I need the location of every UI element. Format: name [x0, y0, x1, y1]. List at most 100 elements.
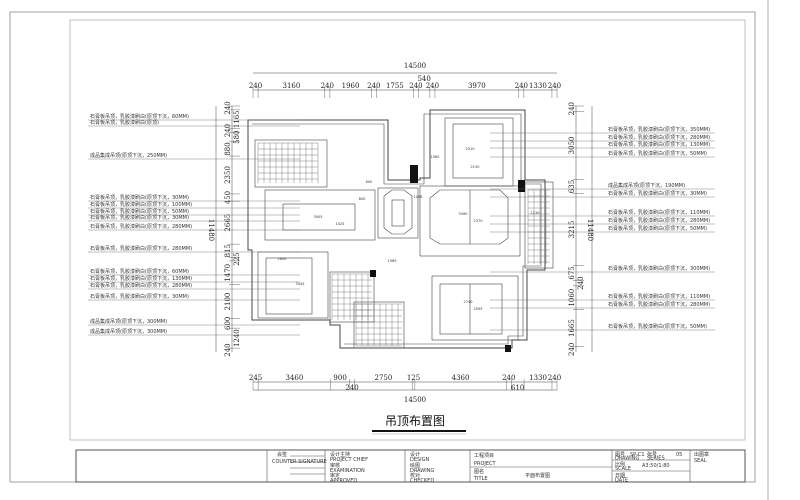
ceiling-note-left: 石膏板吊顶，乳胶漆刷白(原顶下沉，280MM)	[90, 245, 192, 252]
left-dim: 2350	[224, 166, 232, 184]
left-dim: 240	[224, 343, 232, 356]
tb-exam-en: EXAMINATION	[330, 468, 365, 474]
left-dim: 225	[233, 252, 241, 265]
top-dim: 240	[548, 82, 561, 90]
ceiling-note-right: 石膏板吊顶，乳胶漆刷白(原顶下沉，50MM)	[608, 323, 707, 330]
room-dim-label: 1165	[414, 195, 423, 199]
ceiling-note-right: 石膏板吊顶，乳胶漆刷白(原顶下沉，110MM)	[608, 209, 710, 216]
ceiling-note-left: 成品集成吊顶(原顶下沉，250MM)	[90, 152, 167, 159]
tb-sheet-no-en: SERIES	[647, 456, 665, 462]
tb-drawing-en: DRAWING	[410, 468, 434, 474]
ceiling-note-left: 成品集成吊顶(原顶下沉，300MM)	[90, 328, 167, 335]
right-dim: 635	[568, 180, 576, 193]
bottom-dim: 240	[345, 384, 358, 392]
bottom-dim: 1330	[529, 374, 547, 382]
room-dim-label: 3490	[459, 212, 468, 216]
bathroom-1	[329, 271, 375, 323]
left-dim: 240	[224, 124, 232, 137]
overall-width-bottom: 14500	[404, 396, 426, 404]
tb-signature-en: COUNTER-SIGNATURE	[272, 459, 327, 465]
ceiling-note-right: 石膏板吊顶，乳胶漆刷白(原顶下沉，50MM)	[608, 150, 707, 157]
room-dim-label: 2740	[464, 300, 473, 304]
bottom-dim: 610	[511, 384, 524, 392]
tb-date: 日期	[615, 473, 625, 479]
ceiling-note-left: 石膏板吊顶，乳胶漆刷白(原顶下沉，280MM)	[90, 282, 192, 289]
ceiling-note-right: 成品集成吊顶(原顶下沉，190MM)	[608, 182, 685, 189]
top-dim: 1755	[386, 82, 404, 90]
overall-height-right: 11480	[586, 219, 594, 241]
room-dim-label: 600	[366, 180, 373, 184]
bathroom-2	[353, 301, 405, 349]
ceiling-note-right: 石膏板吊顶，乳胶漆刷白(原顶下沉，280MM)	[608, 301, 710, 308]
bottom-dim: 240	[548, 374, 561, 382]
left-dim: 240	[224, 101, 232, 114]
top-dim: 240	[515, 82, 528, 90]
ceiling-note-left: 石膏板吊顶，乳胶漆刷白(原顶下沉，50MM)	[90, 208, 189, 215]
right-dim: 675	[568, 266, 576, 279]
right-dim: 1060	[568, 289, 576, 307]
tb-scale-en: SCALE	[615, 466, 631, 472]
tb-title: 图名	[474, 468, 484, 475]
room-dim-label: 800	[359, 197, 366, 201]
tb-exam: 审核	[330, 462, 340, 469]
tb-project-en: PROJECT	[474, 461, 497, 467]
tb-sheet-no-value: 05	[676, 452, 682, 458]
top-dim: 1330	[529, 82, 547, 90]
drawing-title: 吊顶布置图	[385, 414, 445, 428]
tb-sheet-no: 张号	[647, 451, 657, 458]
room-dim-label: 2595	[474, 307, 483, 311]
ceiling-note-right: 石膏板吊顶，乳胶漆刷白(原顶下沉，300MM)	[608, 265, 710, 272]
left-dim: 2100	[224, 293, 232, 311]
bottom-dim: 3460	[285, 374, 303, 382]
left-dim: 600	[224, 317, 232, 330]
left-dim: 2665	[224, 214, 232, 232]
top-dim: 1960	[342, 82, 360, 90]
tb-chief: 设计主持	[330, 451, 350, 458]
tb-date-en: DATE	[615, 478, 628, 484]
ceiling-note-left: 石膏板吊顶，乳胶漆刷白(原顶下沉，60MM)	[90, 268, 189, 275]
right-dim: 1665	[568, 319, 576, 337]
left-dim: 1165	[233, 110, 241, 128]
top-dim: 3970	[468, 82, 486, 90]
room-dim-label: 3445	[296, 282, 305, 286]
tb-chief-en: PROJECT CHIEF	[330, 457, 368, 463]
overall-height-left: 11480	[207, 219, 215, 241]
tb-check: 校对	[410, 472, 420, 479]
ceiling-note-left: 石膏板吊顶，乳胶漆刷白(原顶下沉，100MM)	[90, 201, 192, 208]
room-dim-label: 2370	[474, 219, 483, 223]
tb-scale-value: A3:50/1:80	[642, 463, 670, 469]
bottom-dim: 240	[502, 374, 515, 382]
left-dim: 1240	[233, 329, 241, 347]
bottom-dim: 125	[407, 374, 420, 382]
tb-design-en: DESIGN	[410, 457, 430, 463]
bottom-dim: 900	[333, 374, 346, 382]
floor-plan	[247, 109, 554, 352]
ceiling-note-right: 石膏板吊顶，乳胶漆刷白(原顶下沉，50MM)	[608, 225, 707, 232]
ceiling-notes: 石膏板吊顶，乳胶漆刷白(原顶下沉，60MM)石膏板吊顶，乳胶漆刷白(原顶)成品集…	[88, 113, 715, 336]
room-dimensions: 3005142526303445349023702510213027402595…	[278, 147, 540, 311]
tb-drawing-no: 图号	[615, 452, 625, 458]
ceiling-note-right: 石膏板吊顶，乳胶漆刷白(原顶下沉，130MM)	[608, 141, 710, 148]
room-dim-label: 1565	[388, 259, 397, 263]
tb-approve-en: APPROVED	[330, 478, 357, 484]
room-dim-label: 1560	[431, 155, 440, 159]
ceiling-note-left: 石膏板吊顶，乳胶漆刷白(原顶下沉，60MM)	[90, 113, 189, 120]
room-dim-label: 2130	[471, 165, 480, 169]
inner-border	[69, 19, 746, 441]
ceiling-note-right: 石膏板吊顶，乳胶漆刷白(原顶下沉，280MM)	[608, 217, 710, 224]
ceiling-note-left: 石膏板吊顶，乳胶漆刷白(原顶下沉，30MM)	[90, 194, 189, 201]
ceiling-note-left: 石膏板吊顶，乳胶漆刷白(原顶)	[90, 119, 159, 126]
tb-title-en: TITLE	[473, 476, 488, 482]
ceiling-note-left: 石膏板吊顶，乳胶漆刷白(原顶下沉，30MM)	[90, 293, 189, 300]
tb-seal-en: SEAL	[694, 458, 707, 464]
overall-width-top: 14500	[404, 62, 426, 70]
ceiling-note-left: 石膏板吊顶，乳胶漆刷白(原顶下沉，130MM)	[90, 275, 192, 282]
left-dim: 1470	[224, 264, 232, 282]
right-dim: 240	[577, 276, 585, 289]
tb-drawing: 绘图	[410, 462, 420, 469]
title-block	[75, 449, 746, 483]
top-dim: 3160	[283, 82, 301, 90]
room-top-right	[444, 117, 514, 187]
